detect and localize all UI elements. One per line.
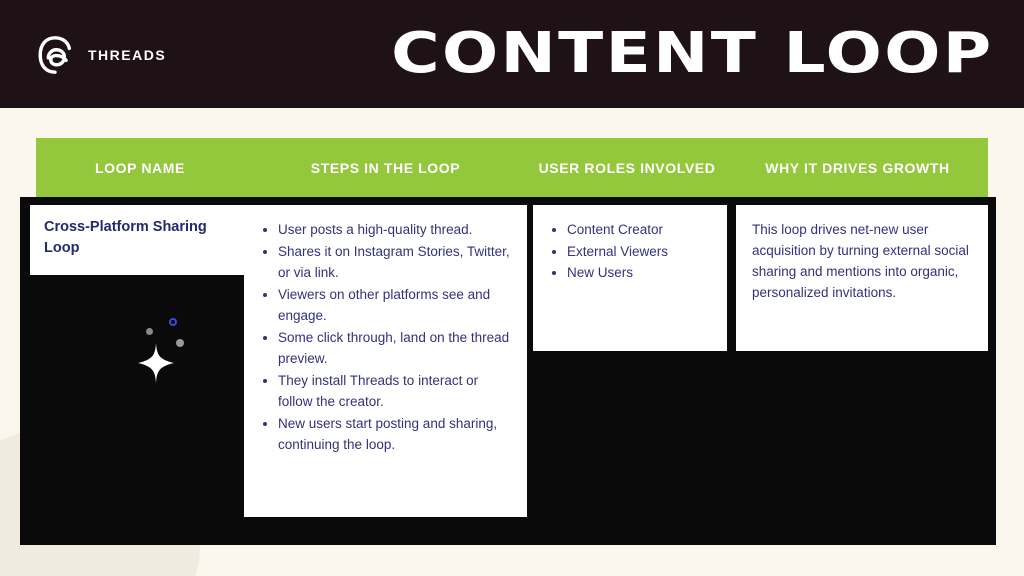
top-header: THREADS CONTENT LOOP: [0, 0, 1024, 108]
threads-logo-icon: [34, 34, 76, 76]
list-item: Some click through, land on the thread p…: [278, 327, 515, 370]
column-header-steps: STEPS IN THE LOOP: [310, 159, 461, 176]
loop-name-card: Cross-Platform Sharing Loop: [30, 205, 244, 275]
list-item: User posts a high-quality thread.: [278, 219, 515, 241]
loop-name: Cross-Platform Sharing Loop: [44, 219, 207, 256]
roles-list: Content CreatorExternal ViewersNew Users: [545, 219, 715, 284]
list-item: New Users: [567, 262, 715, 284]
ring-dot-decoration: [169, 318, 177, 326]
content-panel: Cross-Platform Sharing Loop User posts a…: [20, 197, 996, 545]
sparkle-decoration: [120, 315, 200, 395]
column-header-roles: USER ROLES INVOLVED: [538, 159, 716, 176]
list-item: Viewers on other platforms see and engag…: [278, 284, 515, 327]
growth-card: This loop drives net-new user acquisitio…: [736, 205, 988, 351]
list-item: New users start posting and sharing, con…: [278, 413, 515, 456]
dot-decoration: [176, 339, 184, 347]
page-title: CONTENT LOOP: [391, 21, 994, 86]
brand: THREADS: [34, 34, 166, 76]
roles-card: Content CreatorExternal ViewersNew Users: [533, 205, 727, 351]
brand-label: THREADS: [88, 47, 167, 63]
list-item: Shares it on Instagram Stories, Twitter,…: [278, 241, 515, 284]
dot-decoration: [146, 328, 153, 335]
column-header-growth: WHY IT DRIVES GROWTH: [765, 159, 950, 176]
list-item: They install Threads to interact or foll…: [278, 370, 515, 413]
list-item: External Viewers: [567, 241, 715, 263]
column-header-loop-name: LOOP NAME: [95, 159, 185, 176]
star-icon: [138, 343, 174, 388]
table-header-bar: LOOP NAME STEPS IN THE LOOP USER ROLES I…: [36, 138, 988, 197]
steps-card: User posts a high-quality thread.Shares …: [244, 205, 527, 517]
list-item: Content Creator: [567, 219, 715, 241]
steps-list: User posts a high-quality thread.Shares …: [256, 219, 515, 456]
growth-text: This loop drives net-new user acquisitio…: [752, 222, 969, 300]
